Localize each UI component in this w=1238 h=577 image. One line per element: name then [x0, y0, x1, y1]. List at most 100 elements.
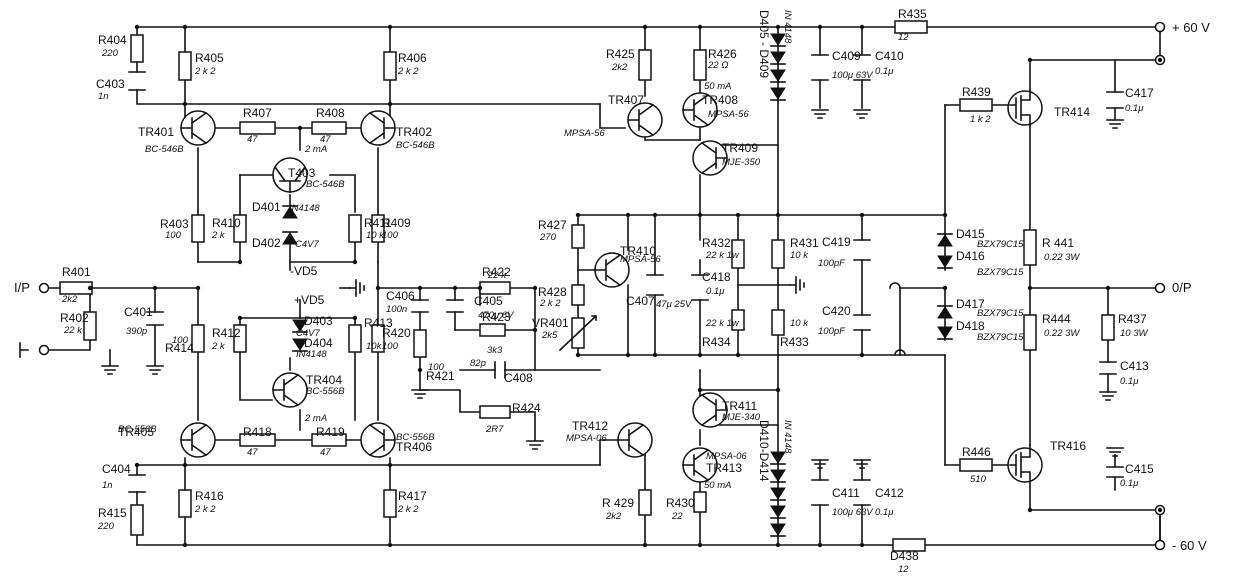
r405-value: 2 k 2 [194, 66, 216, 77]
d415-value: BZX79C15 [977, 239, 1024, 250]
r430-value: 22 [671, 511, 683, 522]
output-terminal[interactable] [1154, 282, 1166, 294]
R433-body [771, 309, 785, 336]
r446-ref: R446 [962, 445, 991, 459]
r431-ref: R431 [790, 236, 819, 250]
tr413-value: MPSA-06 [706, 451, 747, 462]
C419-plates [853, 239, 871, 261]
d417-ref: D417 [956, 297, 985, 311]
neg-rail-terminal[interactable] [1154, 539, 1166, 551]
D417-symbol [937, 305, 953, 319]
c412-value: 0.1μ [875, 507, 894, 518]
r430-ref: R430 [666, 496, 695, 510]
c415-value: 0.1μ [1120, 478, 1139, 489]
input-ground-terminal[interactable] [38, 344, 50, 356]
r406-value: 2 k 2 [397, 66, 419, 77]
r413-ref: R413 [364, 316, 393, 330]
C408-plates [494, 361, 506, 379]
current-label-1: 2 mA [304, 144, 327, 155]
R420-body [371, 324, 385, 353]
r423-ref: R423 [482, 310, 511, 324]
r427-ref: R427 [538, 218, 567, 232]
r426-ref: R426 [708, 47, 737, 61]
d416-value: BZX79C15 [977, 267, 1024, 278]
c404-ref: C404 [102, 462, 131, 476]
d410-ref: D410-D414 [757, 420, 771, 482]
tr401-value: BC-546B [145, 144, 184, 155]
R427-body [571, 224, 585, 249]
ground-c409 [811, 109, 829, 119]
tr401-ref: TR401 [138, 125, 174, 139]
vr401-value: 2k5 [541, 330, 558, 341]
tr416-labels: TR416 [1050, 439, 1086, 453]
D401-symbol [282, 205, 298, 219]
current-label-3: 50 mA [704, 81, 731, 92]
D410-string-0 [770, 451, 786, 465]
ground-c401 [146, 365, 164, 375]
d402-ref: D402 [252, 236, 281, 250]
vr401-label: VR401 [532, 316, 569, 330]
C417-plates [1106, 91, 1124, 109]
r424-ref: R424 [512, 401, 541, 415]
r410-ref: R410 [212, 216, 241, 230]
R431-body [771, 239, 785, 269]
ground-c410 [853, 109, 871, 119]
tr412-value: MPSA-06 [566, 433, 607, 444]
D415-symbol [937, 233, 953, 247]
c405-ref: C405 [474, 294, 503, 308]
c419-value: 100pF [818, 258, 846, 269]
r446-value: 510 [970, 474, 987, 485]
labels: + 60 V - 60 V I/P 0/P -VD5 +VD5 2 mA 2 m… [14, 7, 1210, 575]
tr403-value: BC-546B [306, 179, 345, 190]
r402-value: 22 k [63, 325, 83, 336]
C411-plates [811, 479, 829, 506]
d404-ref: D404 [304, 336, 333, 350]
r433-ref: R433 [780, 335, 809, 349]
ground-input [101, 365, 119, 375]
d438-ref: D438 [890, 549, 919, 563]
d417-value: BZX79C15 [977, 308, 1024, 319]
R419-body [311, 433, 347, 447]
R407-body [239, 121, 276, 135]
pos-rail-label: + 60 V [1172, 20, 1210, 35]
c419-labels: C419 100pF [818, 235, 851, 269]
D405-string-2 [770, 69, 786, 83]
R417-body [383, 489, 397, 518]
R413-body [348, 324, 362, 353]
R430-body [693, 491, 707, 513]
tr416-ref: TR416 [1050, 439, 1086, 453]
r418-ref: R418 [243, 425, 272, 439]
d405-ref: D405 - D409 [757, 10, 771, 78]
c406-ref: C406 [386, 289, 415, 303]
r435-ref: R435 [898, 7, 927, 21]
c418-value: 0.1μ [706, 286, 725, 297]
c419-ref: C419 [822, 235, 851, 249]
R444-body [1023, 314, 1037, 351]
d416-ref: D416 [956, 249, 985, 263]
r411-value: 10 k [366, 230, 385, 241]
r434-ref: R434 [702, 335, 731, 349]
C409-plates [811, 54, 829, 81]
neg-rail-label: - 60 V [1172, 538, 1207, 553]
input-terminal[interactable] [38, 282, 50, 294]
pos-rail-terminal[interactable] [1154, 21, 1166, 33]
